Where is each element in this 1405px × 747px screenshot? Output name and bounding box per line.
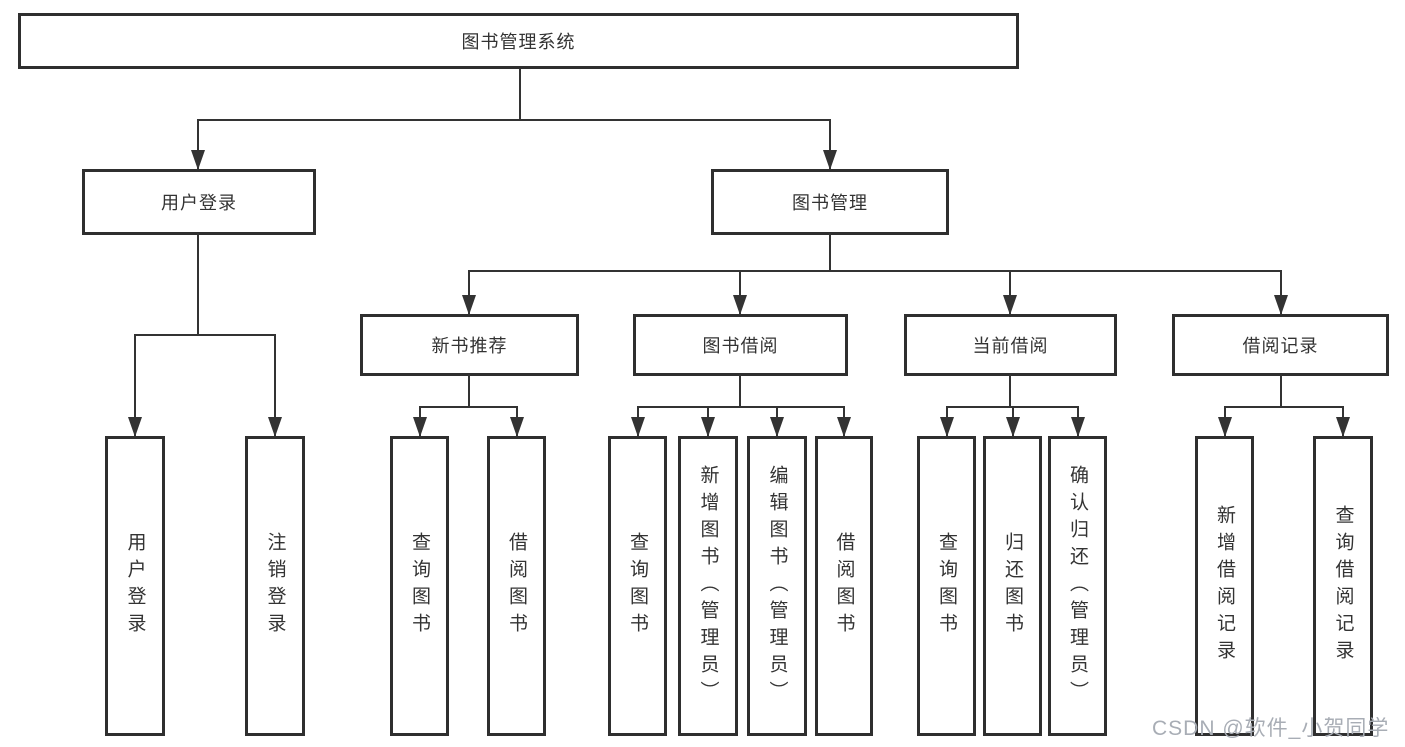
node-borrow-books-borrowing-label: 借阅图书 — [833, 532, 855, 640]
node-book-management-label: 图书管理 — [792, 193, 868, 213]
node-query-books-recommend: 查询图书 — [390, 436, 449, 736]
connector-line — [197, 119, 831, 121]
node-return-book-label: 归还图书 — [1002, 532, 1023, 640]
node-query-borrow-record: 查询借阅记录 — [1313, 436, 1373, 736]
arrow-down-icon — [191, 150, 205, 170]
connector-line — [739, 374, 741, 408]
connector-line — [197, 119, 199, 169]
node-user-login-label: 用户登录 — [161, 193, 237, 213]
arrow-down-icon — [1071, 417, 1085, 437]
connector-line — [468, 270, 470, 315]
arrow-down-icon — [770, 417, 784, 437]
node-book-borrowing-label: 图书借阅 — [702, 336, 779, 356]
arrow-down-icon — [940, 417, 954, 437]
connector-line — [637, 406, 845, 408]
node-confirm-return-admin-label: 确认归还（管理员） — [1067, 464, 1088, 708]
arrow-down-icon — [462, 295, 476, 315]
node-add-borrow-record-label: 新增借阅记录 — [1214, 505, 1235, 667]
arrow-down-icon — [1218, 417, 1232, 437]
connector-line — [274, 334, 276, 436]
node-query-borrow-record-label: 查询借阅记录 — [1332, 505, 1354, 667]
node-borrowing-records: 借阅记录 — [1172, 314, 1389, 376]
arrow-down-icon — [701, 417, 715, 437]
node-borrow-books-recommend: 借阅图书 — [487, 436, 546, 736]
connector-line — [829, 119, 831, 169]
node-add-book-admin: 新增图书（管理员） — [678, 436, 738, 736]
connector-line — [1280, 270, 1282, 315]
connector-line — [468, 270, 1282, 272]
node-user-login: 用户登录 — [82, 169, 316, 235]
connector-line — [468, 374, 470, 408]
arrow-down-icon — [1006, 417, 1020, 437]
node-return-book: 归还图书 — [983, 436, 1042, 736]
arrow-down-icon — [510, 417, 524, 437]
connector-line — [419, 406, 518, 408]
arrow-down-icon — [837, 417, 851, 437]
arrow-down-icon — [823, 150, 837, 170]
node-query-books-borrowing: 查询图书 — [608, 436, 667, 736]
arrow-down-icon — [413, 417, 427, 437]
node-borrow-books-recommend-label: 借阅图书 — [506, 532, 527, 640]
connector-line — [134, 334, 136, 436]
csdn-watermark: CSDN @软件_小贺同学 — [1152, 717, 1390, 740]
connector-line — [519, 68, 521, 121]
node-add-book-admin-label: 新增图书（管理员） — [697, 464, 719, 708]
node-user-login-leaf-label: 用户登录 — [124, 532, 146, 640]
node-query-books-recommend-label: 查询图书 — [409, 532, 430, 640]
node-edit-book-admin-label: 编辑图书（管理员） — [766, 464, 788, 708]
node-borrowing-records-label: 借阅记录 — [1242, 336, 1319, 356]
node-add-borrow-record: 新增借阅记录 — [1195, 436, 1254, 736]
arrow-down-icon — [128, 417, 142, 437]
arrow-down-icon — [1274, 295, 1288, 315]
node-library-system: 图书管理系统 — [18, 13, 1019, 69]
connector-line — [1280, 374, 1282, 408]
node-borrow-books-borrowing: 借阅图书 — [815, 436, 873, 736]
node-query-books-borrowing-label: 查询图书 — [627, 532, 648, 640]
arrow-down-icon — [268, 417, 282, 437]
node-query-books-current: 查询图书 — [917, 436, 976, 736]
arrow-down-icon — [631, 417, 645, 437]
connector-line — [1009, 270, 1011, 315]
connector-line — [1009, 374, 1011, 408]
connector-line — [197, 233, 199, 336]
arrow-down-icon — [733, 295, 747, 315]
node-logout-label: 注销登录 — [264, 532, 286, 640]
connector-line — [829, 233, 831, 272]
node-logout: 注销登录 — [245, 436, 305, 736]
node-library-system-label: 图书管理系统 — [461, 32, 576, 52]
connector-line — [1224, 406, 1343, 408]
node-current-borrowing-label: 当前借阅 — [972, 336, 1049, 356]
node-new-book-recommendation: 新书推荐 — [360, 314, 579, 376]
node-confirm-return-admin: 确认归还（管理员） — [1048, 436, 1107, 736]
connector-line — [739, 270, 741, 315]
arrow-down-icon — [1336, 417, 1350, 437]
node-edit-book-admin: 编辑图书（管理员） — [747, 436, 807, 736]
node-new-book-recommendation-label: 新书推荐 — [431, 336, 508, 356]
node-book-borrowing: 图书借阅 — [633, 314, 848, 376]
connector-line — [134, 334, 276, 336]
node-query-books-current-label: 查询图书 — [936, 532, 957, 640]
node-user-login-leaf: 用户登录 — [105, 436, 165, 736]
node-current-borrowing: 当前借阅 — [904, 314, 1117, 376]
arrow-down-icon — [1003, 295, 1017, 315]
node-book-management: 图书管理 — [711, 169, 949, 235]
